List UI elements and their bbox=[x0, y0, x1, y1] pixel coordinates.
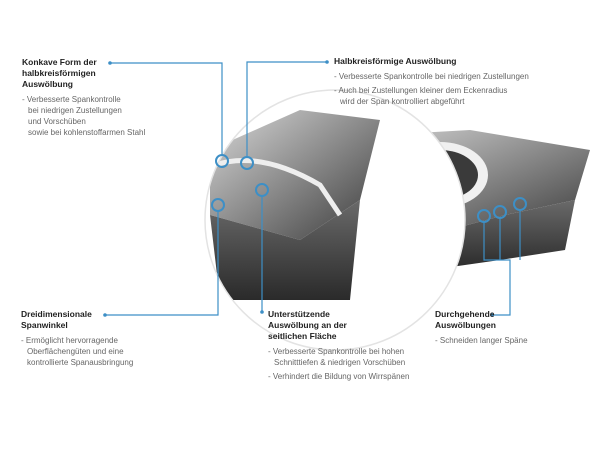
magnified-corner-view bbox=[205, 90, 465, 350]
highlight-markers bbox=[211, 154, 527, 223]
leader-lines bbox=[105, 61, 521, 316]
magnifier-circle bbox=[204, 89, 466, 351]
callout-semicircular-bulge: Halbkreisförmige Auswölbung - Verbessert… bbox=[334, 56, 529, 106]
